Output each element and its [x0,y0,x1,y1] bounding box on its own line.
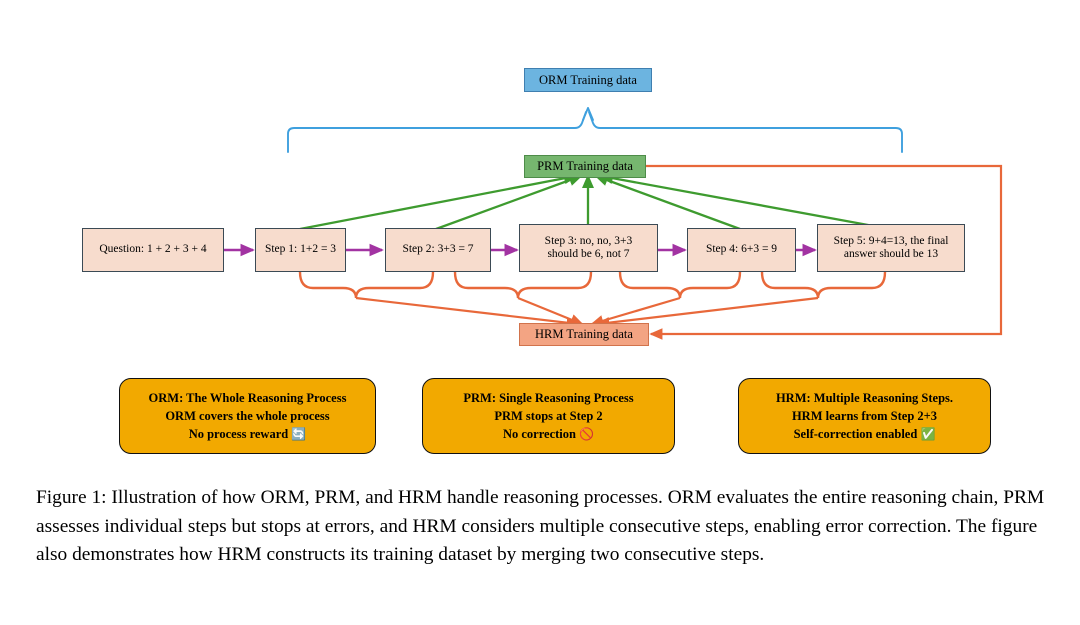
chain-node-step4-label: Step 4: 6+3 = 9 [705,243,778,256]
chain-node-step5-line2: answer should be 13 [843,248,939,260]
legend-prm-line1: PRM: Single Reasoning Process [463,390,634,405]
chain-node-question-label: Question: 1 + 2 + 3 + 4 [99,243,207,256]
hrm-training-data-node: HRM Training data [519,323,649,346]
chain-node-step5-line1: Step 5: 9+4=13, the final [833,234,949,247]
legend-orm-line2: ORM covers the whole process [165,408,330,423]
chain-node-step1: Step 1: 1+2 = 3 [255,228,346,272]
chain-node-step3: Step 3: no, no, 3+3 should be 6, not 7 [519,224,658,272]
legend-card-prm: PRM: Single Reasoning Process PRM stops … [422,378,675,454]
legend-card-hrm: HRM: Multiple Reasoning Steps. HRM learn… [738,378,991,454]
prm-node-label: PRM Training data [537,159,633,174]
legend-prm-line3: No correction 🚫 [503,425,594,443]
chain-node-step1-label: Step 1: 1+2 = 3 [264,243,337,256]
orm-training-data-node: ORM Training data [524,68,652,92]
chain-node-step3-line2: should be 6, not 7 [547,248,630,260]
legend-orm-line1: ORM: The Whole Reasoning Process [148,390,347,405]
legend-hrm-line3-text: Self-correction enabled [793,426,921,441]
chain-node-step3-line1: Step 3: no, no, 3+3 [544,234,633,247]
orm-node-label: ORM Training data [539,72,637,87]
prm-training-data-node: PRM Training data [524,155,646,178]
prohibited-icon: 🚫 [579,426,595,441]
legend-orm-line3: No process reward 🔄 [189,425,307,443]
legend-prm-line3-text: No correction [502,426,580,441]
chain-node-step4: Step 4: 6+3 = 9 [687,228,796,272]
figure-caption: Figure 1: Illustration of how ORM, PRM, … [36,487,1045,566]
figure-diagram: ORM Training data PRM Training data HRM … [82,68,1003,454]
hrm-node-label: HRM Training data [535,327,633,342]
recycle-icon: 🔄 [291,426,307,441]
chain-node-step5: Step 5: 9+4=13, the final answer should … [817,224,965,272]
chain-node-question: Question: 1 + 2 + 3 + 4 [82,228,224,272]
legend-orm-line3-text: No process reward [188,426,292,441]
legend-hrm-line3: Self-correction enabled ✅ [794,425,936,443]
chain-node-step2-label: Step 2: 3+3 = 7 [402,243,474,256]
check-mark-icon: ✅ [920,426,936,441]
legend-prm-line2: PRM stops at Step 2 [494,408,603,423]
legend-card-orm: ORM: The Whole Reasoning Process ORM cov… [119,378,376,454]
legend-hrm-line1: HRM: Multiple Reasoning Steps. [775,390,954,405]
legend-hrm-line2: HRM learns from Step 2+3 [791,408,938,423]
chain-node-step2: Step 2: 3+3 = 7 [385,228,491,272]
